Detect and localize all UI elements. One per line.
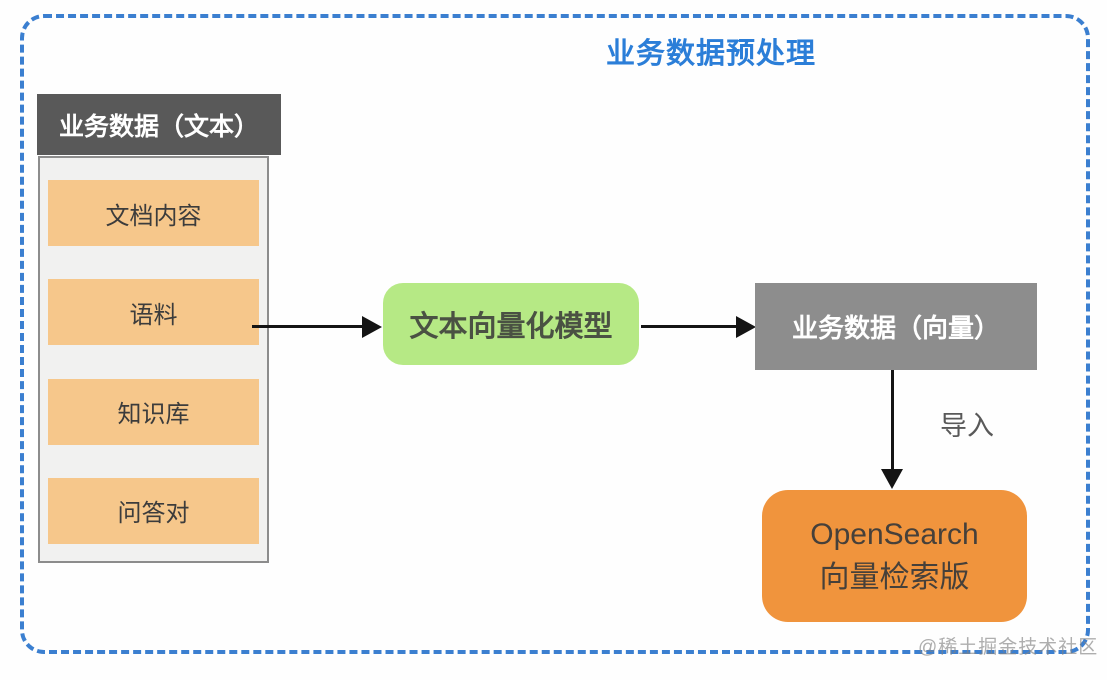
source-item-knowledge-base: 知识库 <box>48 378 259 445</box>
node-text-vectorization-model: 文本向量化模型 <box>383 283 639 365</box>
source-item-document-content: 文档内容 <box>48 180 259 246</box>
diagram-title: 业务数据预处理 <box>606 38 817 70</box>
node-business-data-vector: 业务数据（向量） <box>755 283 1037 370</box>
source-group-header: 业务数据（文本） <box>37 94 281 155</box>
arrow-head-icon <box>736 316 756 338</box>
node-opensearch-vector-search: OpenSearch 向量检索版 <box>762 490 1027 622</box>
import-arrow-label: 导入 <box>940 411 994 441</box>
arrow-line <box>891 370 894 471</box>
arrow-line <box>641 325 738 328</box>
watermark-text: @稀土掘金技术社区 <box>918 637 1099 658</box>
arrow-head-icon <box>881 469 903 489</box>
source-group-container: 文档内容 语料 知识库 问答对 <box>38 156 269 563</box>
opensearch-node-line1: OpenSearch <box>810 517 979 551</box>
arrow-head-icon <box>362 316 382 338</box>
opensearch-node-line2: 向量检索版 <box>819 561 970 594</box>
source-item-corpus: 语料 <box>48 279 259 346</box>
dashed-border-frame <box>20 14 1090 654</box>
arrow-line <box>252 325 364 328</box>
source-item-qa-pairs: 问答对 <box>48 477 259 544</box>
